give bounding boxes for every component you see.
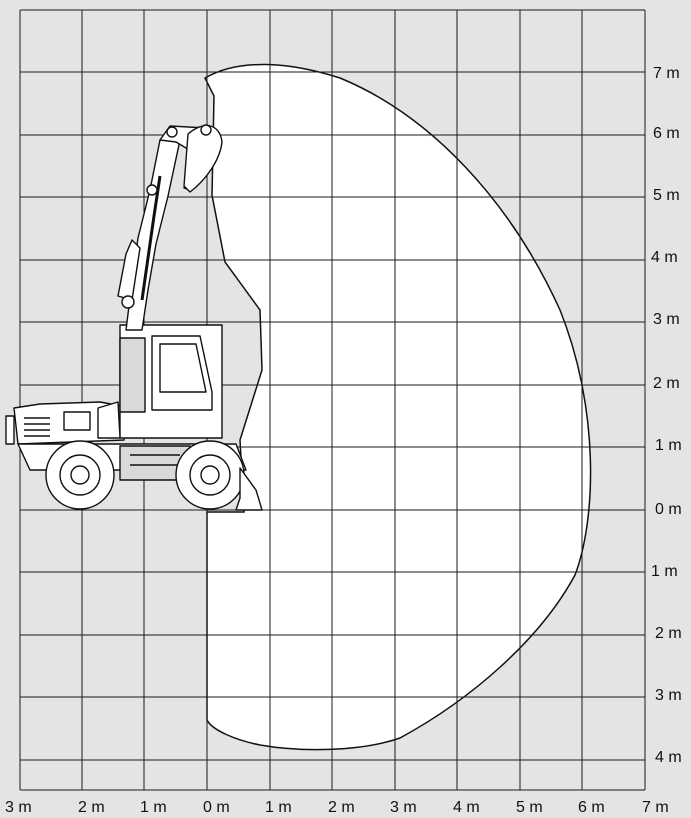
x-axis-label: 0 m [203,799,230,816]
x-axis-label: 7 m [642,799,669,816]
y-axis-label: 0 m [655,501,682,518]
y-axis-label: 6 m [653,125,680,142]
y-axis-label: 3 m [653,311,680,328]
x-axis-label: 3 m [5,799,32,816]
y-axis-label: 2 m [653,375,680,392]
x-axis-label: 3 m [390,799,417,816]
x-axis-label: 5 m [516,799,543,816]
y-axis-label: 1 m [651,563,678,580]
x-axis-label: 2 m [328,799,355,816]
y-axis-label: 2 m [655,625,682,642]
x-axis-label: 1 m [265,799,292,816]
x-axis-label: 6 m [578,799,605,816]
y-axis-label: 3 m [655,687,682,704]
y-axis-label: 5 m [653,187,680,204]
cab-window [151,335,213,411]
reach-envelope [204,63,592,751]
x-axis-labels: 3 m 2 m 1 m 0 m 1 m 2 m 3 m 4 m 5 m 6 m 7 m [5,799,669,816]
y-axis-label: 7 m [653,65,680,82]
x-axis-label: 4 m [453,799,480,816]
y-axis-labels: 7 m 6 m 5 m 4 m 3 m 2 m 1 m 0 m 1 m 2 m 3 m 4 m [651,65,682,766]
y-axis-label: 4 m [651,249,678,266]
y-axis-label: 1 m [655,437,682,454]
x-axis-label: 1 m [140,799,167,816]
y-axis-label: 4 m [655,749,682,766]
wheeled-excavator-icon [5,124,263,511]
x-axis-label: 2 m [78,799,105,816]
